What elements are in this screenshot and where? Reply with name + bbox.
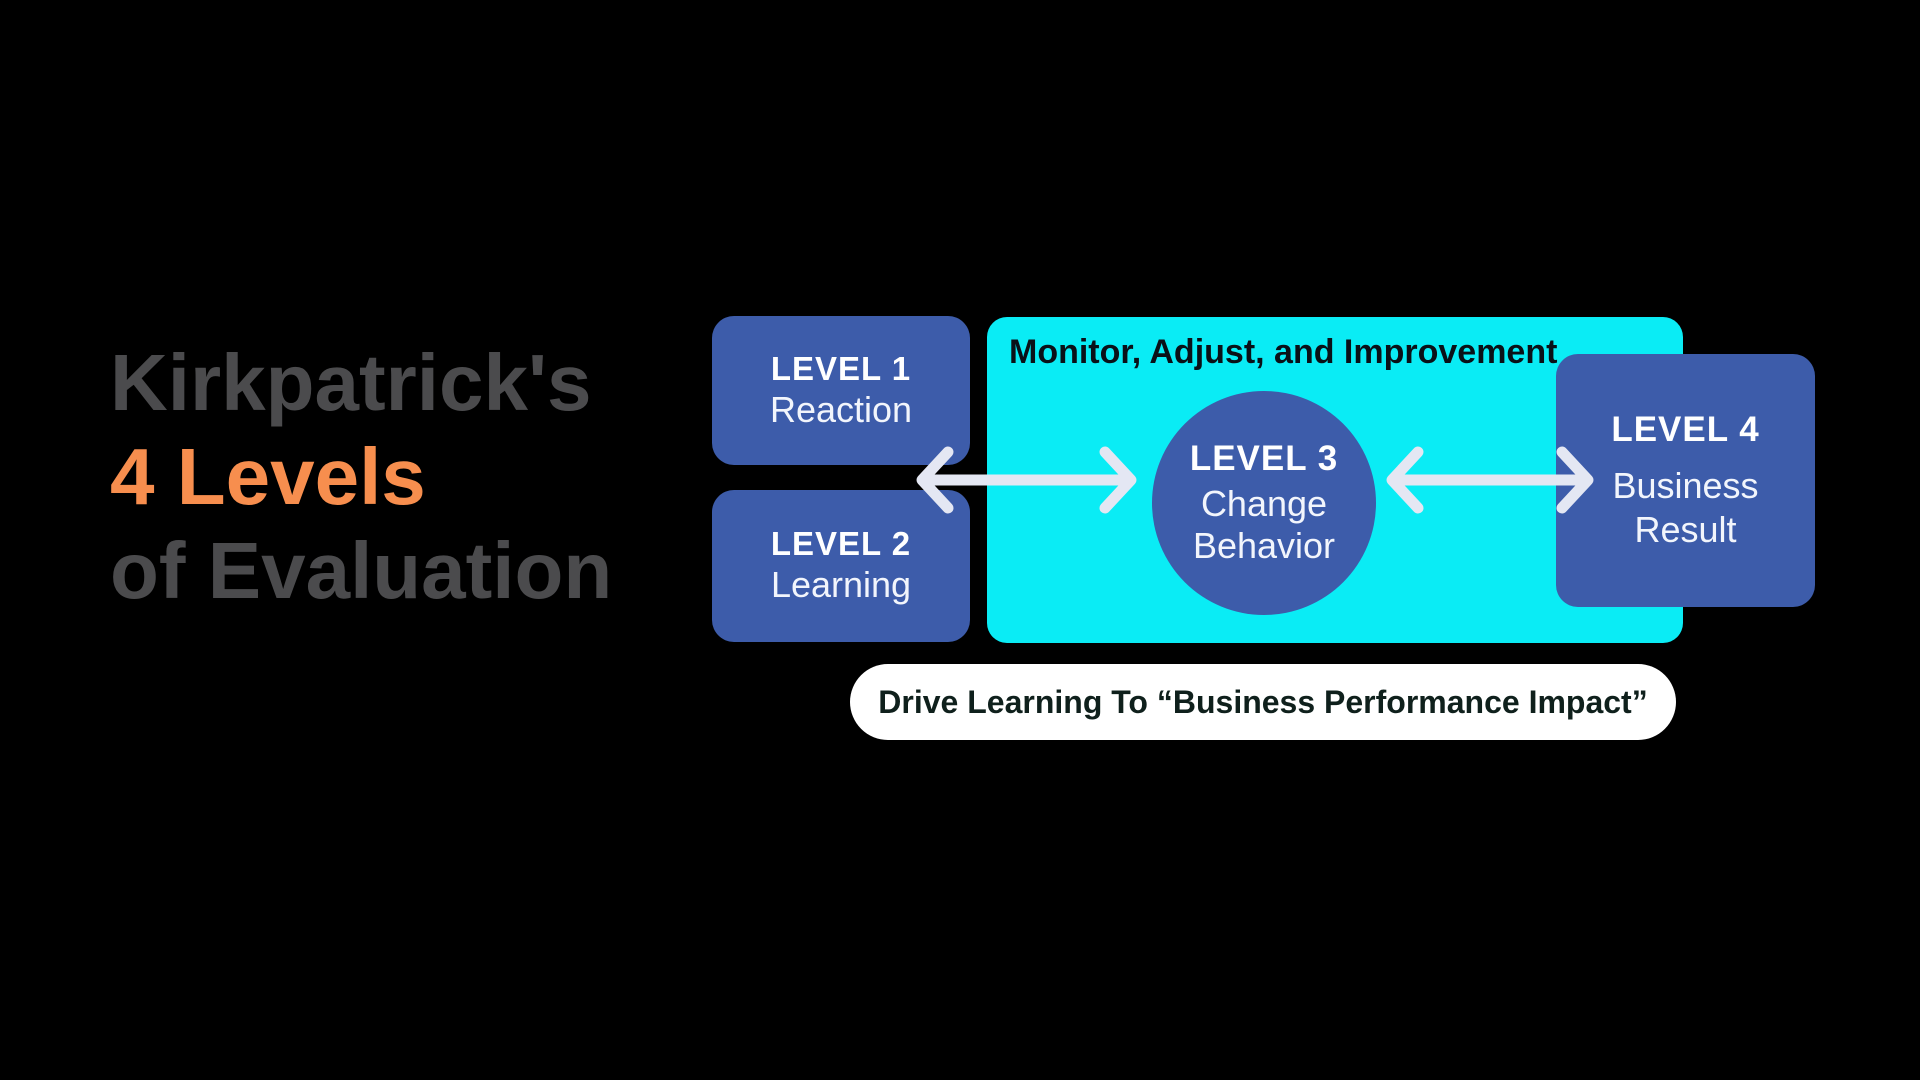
level-4-label: LEVEL 4 — [1611, 409, 1760, 449]
level-3-descriptor-line-2: Behavior — [1192, 525, 1336, 566]
level-3-descriptor-line-1: Change — [1200, 483, 1328, 524]
title-line-2: 4 Levels — [110, 432, 426, 521]
level-4-descriptor-line-2: Result — [1634, 508, 1737, 550]
level-3-label: LEVEL 3 — [1189, 439, 1339, 478]
level-2-label: LEVEL 2 — [770, 525, 912, 562]
level-2-descriptor: Learning — [770, 564, 912, 605]
level-3-circle: LEVEL 3 Change Behavior — [1152, 391, 1376, 615]
title-line-3: of Evaluation — [110, 526, 613, 615]
main-title: Kirkpatrick's 4 Levels of Evaluation — [110, 336, 612, 618]
level-1-descriptor: Reaction — [769, 388, 913, 430]
monitor-banner-label: Monitor, Adjust, and Improvement — [1009, 333, 1558, 371]
level-1-label: LEVEL 1 — [770, 349, 912, 387]
level-2-box: LEVEL 2 Learning — [712, 490, 970, 642]
level-4-descriptor-line-1: Business — [1612, 464, 1759, 506]
impact-pill: Drive Learning To “Business Performance … — [850, 664, 1676, 740]
title-line-1: Kirkpatrick's — [110, 338, 592, 427]
level-4-box: LEVEL 4 Business Result — [1556, 354, 1815, 607]
level-1-box: LEVEL 1 Reaction — [712, 316, 970, 465]
impact-pill-label: Drive Learning To “Business Performance … — [878, 683, 1648, 720]
